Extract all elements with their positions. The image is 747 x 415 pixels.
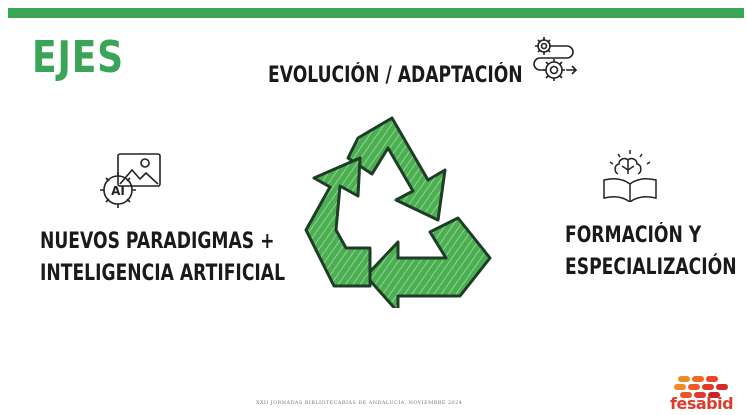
fesabid-wordmark: fesabid xyxy=(670,394,734,413)
slide-title: EJES xyxy=(32,32,124,83)
gears-icon xyxy=(533,37,578,81)
heading-right-line2: ESPECIALIZACIÓN xyxy=(565,254,737,280)
heading-evolucion: EVOLUCIÓN / ADAPTACIÓN xyxy=(268,63,523,88)
heading-left-line2: INTELIGENCIA ARTIFICIAL xyxy=(40,260,286,286)
top-accent-bar xyxy=(8,8,744,18)
heading-nuevos-paradigmas: NUEVOS PARADIGMAS + INTELIGENCIA ARTIFIC… xyxy=(40,226,285,290)
recycle-icon xyxy=(304,116,492,308)
book-brain-icon xyxy=(603,150,657,202)
ai-icon-label: AI xyxy=(111,184,125,198)
ai-image-icon: AI xyxy=(100,153,161,208)
fesabid-logo xyxy=(674,376,728,398)
footer-note: XXII JORNADAS BIBLIOTECARIAS DE ANDALUCÍ… xyxy=(256,400,463,406)
heading-left-line1: NUEVOS PARADIGMAS + xyxy=(40,229,275,254)
heading-formacion: FORMACIÓN Y ESPECIALIZACIÓN xyxy=(565,220,737,284)
heading-right-line1: FORMACIÓN Y xyxy=(565,223,702,248)
